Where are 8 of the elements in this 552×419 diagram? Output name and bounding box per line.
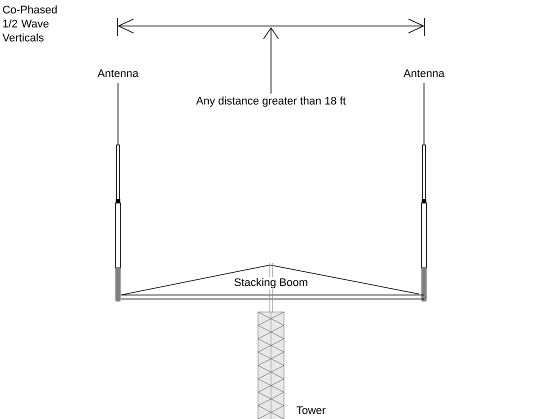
tower-label: Tower bbox=[295, 405, 327, 416]
distance-label: Any distance greater than 18 ft bbox=[196, 96, 346, 107]
antenna-label: Antenna bbox=[402, 68, 446, 78]
dimension-line bbox=[117, 18, 425, 36]
title-text: Co-Phased 1/2 Wave Verticals bbox=[2, 5, 57, 42]
boom-label: Stacking Boom bbox=[233, 277, 309, 290]
leader-arrow bbox=[263, 27, 279, 94]
antenna-label: Antenna bbox=[96, 68, 140, 78]
